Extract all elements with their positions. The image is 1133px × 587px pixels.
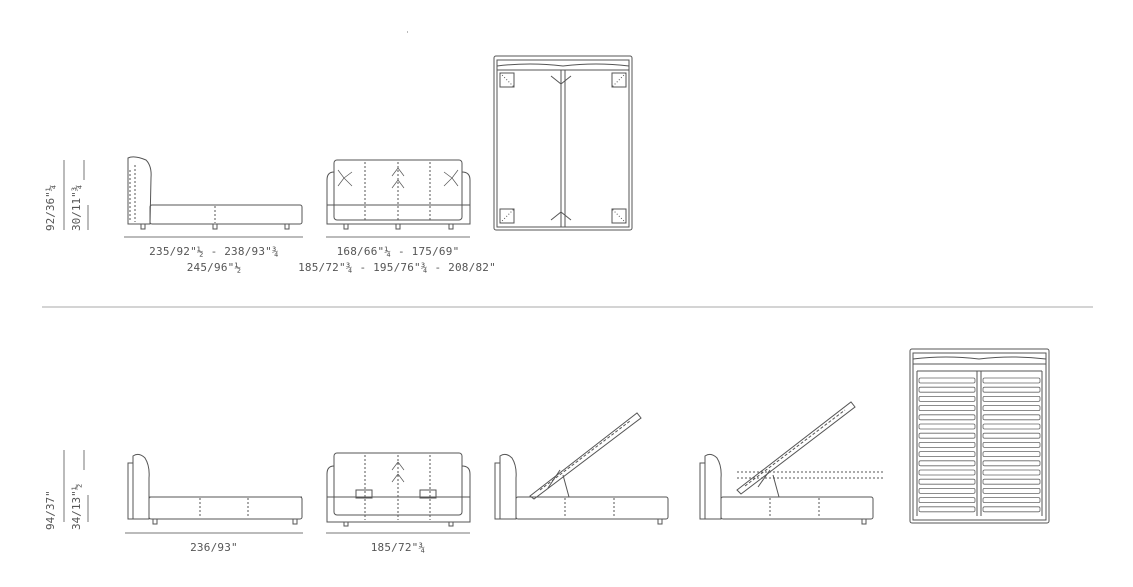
row1-side-view (127, 156, 303, 230)
row1-length-label-2: 245/96"½ (186, 261, 242, 274)
slat (918, 478, 976, 485)
slat (918, 441, 976, 448)
row2-front-view (326, 452, 471, 527)
slat (982, 414, 1041, 421)
slat (918, 386, 976, 393)
row2-total-height-label: 94/37" (44, 490, 57, 530)
slat (918, 414, 976, 421)
slat (982, 506, 1041, 513)
row2-width-label: 185/72"¾ (370, 541, 426, 554)
row1-length-label-1: 235/92"½ - 238/93"¾ (149, 245, 279, 258)
slat (918, 487, 976, 494)
slat (982, 487, 1041, 494)
slat (982, 441, 1041, 448)
row2-side-view (127, 453, 303, 525)
row1-top-view (493, 55, 633, 231)
row2-base-height-label: 34/13"½ (70, 483, 83, 530)
row1-height-dimension-lines (63, 160, 89, 230)
slat (918, 506, 976, 513)
slat (982, 423, 1041, 430)
slat (918, 469, 976, 476)
slat (982, 478, 1041, 485)
slat (982, 386, 1041, 393)
slat (918, 432, 976, 439)
slat (982, 432, 1041, 439)
slat (918, 423, 976, 430)
row1-total-height-label: 92/36"¼ (44, 184, 57, 231)
row1-width-label-2: 185/72"¾ - 195/76"¾ - 208/82" (298, 261, 496, 274)
slat (982, 395, 1041, 402)
slat (982, 377, 1041, 384)
row2-height-dimension-lines (63, 450, 89, 522)
slat (918, 405, 976, 412)
slat (982, 405, 1041, 412)
slat (982, 497, 1041, 504)
row1-front-view (326, 159, 471, 230)
row2-side-view-lifted-dashed (699, 401, 883, 525)
row2-top-view-slats (909, 348, 1050, 524)
row1-width-label-1: 168/66"¼ - 175/69" (336, 245, 460, 258)
slat (918, 497, 976, 504)
row2-side-view-lifted (494, 412, 669, 525)
row1-base-height-label: 30/11"¾ (70, 184, 83, 231)
slat (982, 469, 1041, 476)
slat (918, 395, 976, 402)
slat (918, 460, 976, 467)
slat (918, 451, 976, 458)
row2-length-label: 236/93" (190, 541, 238, 554)
slat (982, 451, 1041, 458)
slat (918, 377, 976, 384)
slat (982, 460, 1041, 467)
